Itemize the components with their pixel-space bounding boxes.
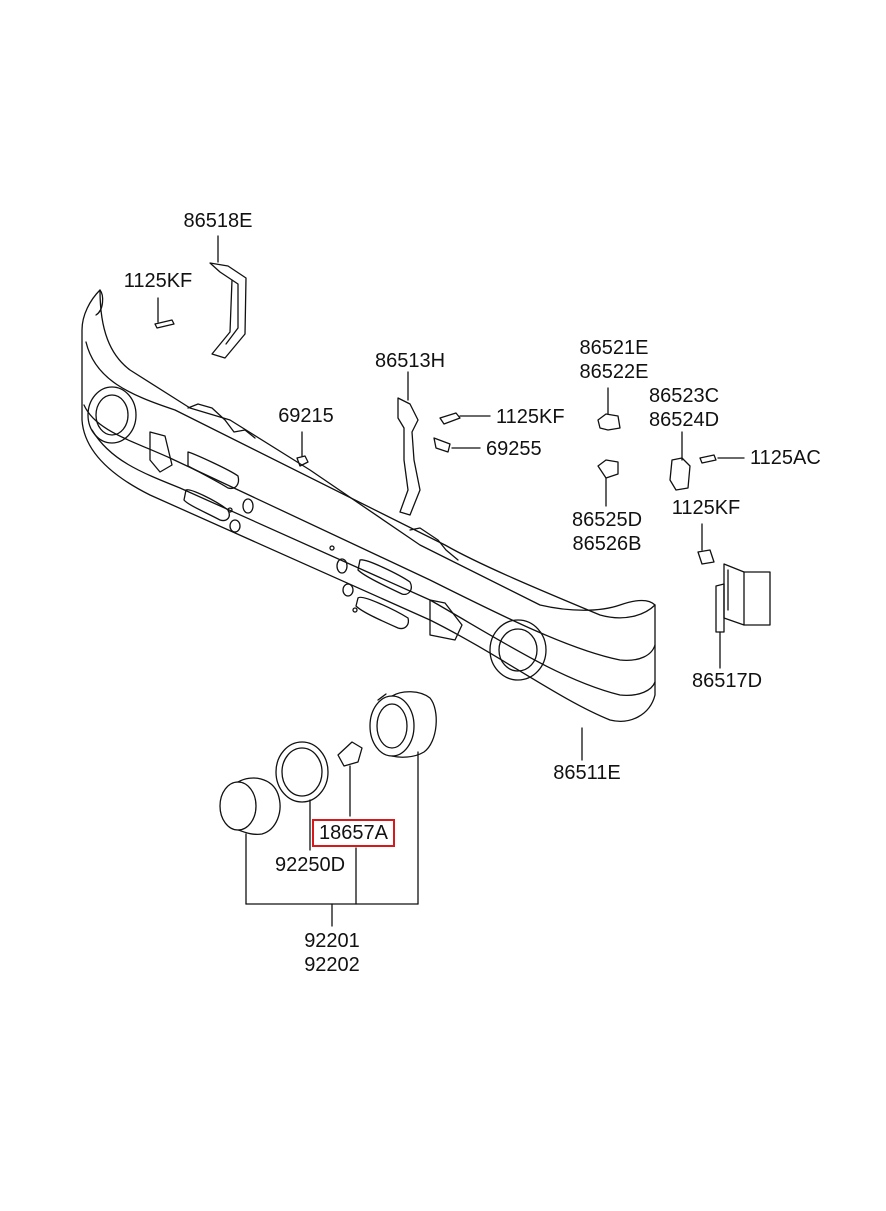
part-label-86521E[interactable]: 86521E xyxy=(579,337,649,359)
bolt-1125AC xyxy=(699,454,745,464)
bumper-vents xyxy=(149,431,463,641)
part-label-86526B[interactable]: 86526B xyxy=(572,533,642,555)
clip-69255 xyxy=(433,437,481,453)
part-label-86518E[interactable]: 86518E xyxy=(183,210,253,232)
nut-69215 xyxy=(296,431,309,467)
bracket-86513H xyxy=(397,371,421,516)
part-label-1125KF-top[interactable]: 1125KF xyxy=(123,270,193,292)
part-label-86511E[interactable]: 86511E xyxy=(553,762,621,784)
part-label-86513H[interactable]: 86513H xyxy=(374,350,446,372)
bolt-1125KF-top xyxy=(154,297,175,329)
bolt-1125KF-mid xyxy=(439,412,491,425)
lamp-housing xyxy=(369,691,437,758)
lens xyxy=(219,777,281,905)
gasket-92250D xyxy=(275,741,329,851)
part-label-86522E[interactable]: 86522E xyxy=(579,361,649,383)
part-label-92202[interactable]: 92202 xyxy=(304,954,360,976)
part-label-92250D[interactable]: 92250D xyxy=(274,854,346,876)
assembly-tree xyxy=(245,751,419,927)
bumper-body xyxy=(81,289,656,722)
right-fog-lamp-opening xyxy=(489,619,547,681)
bulb-18657A xyxy=(337,741,363,817)
part-label-86523C[interactable]: 86523C xyxy=(648,385,720,407)
left-fog-lamp-opening xyxy=(87,386,137,444)
part-label-18657A-highlighted[interactable]: 18657A xyxy=(312,819,395,847)
part-label-1125KF-right[interactable]: 1125KF xyxy=(671,497,741,519)
part-label-86517D[interactable]: 86517D xyxy=(691,670,763,692)
part-label-92201[interactable]: 92201 xyxy=(304,930,360,952)
clip-86521E xyxy=(597,387,621,431)
part-label-69255[interactable]: 69255 xyxy=(486,438,542,460)
part-label-1125AC[interactable]: 1125AC xyxy=(750,447,821,469)
bracket-86523C xyxy=(669,431,691,491)
part-label-69215[interactable]: 69215 xyxy=(278,405,334,427)
part-label-86525D[interactable]: 86525D xyxy=(571,509,643,531)
bracket-86517D xyxy=(715,563,771,669)
bolt-1125KF-right xyxy=(697,523,715,565)
part-label-1125KF-mid[interactable]: 1125KF xyxy=(496,406,565,428)
clip-86525D xyxy=(597,459,619,507)
bracket-86518E xyxy=(209,235,247,359)
part-label-86524D[interactable]: 86524D xyxy=(648,409,720,431)
